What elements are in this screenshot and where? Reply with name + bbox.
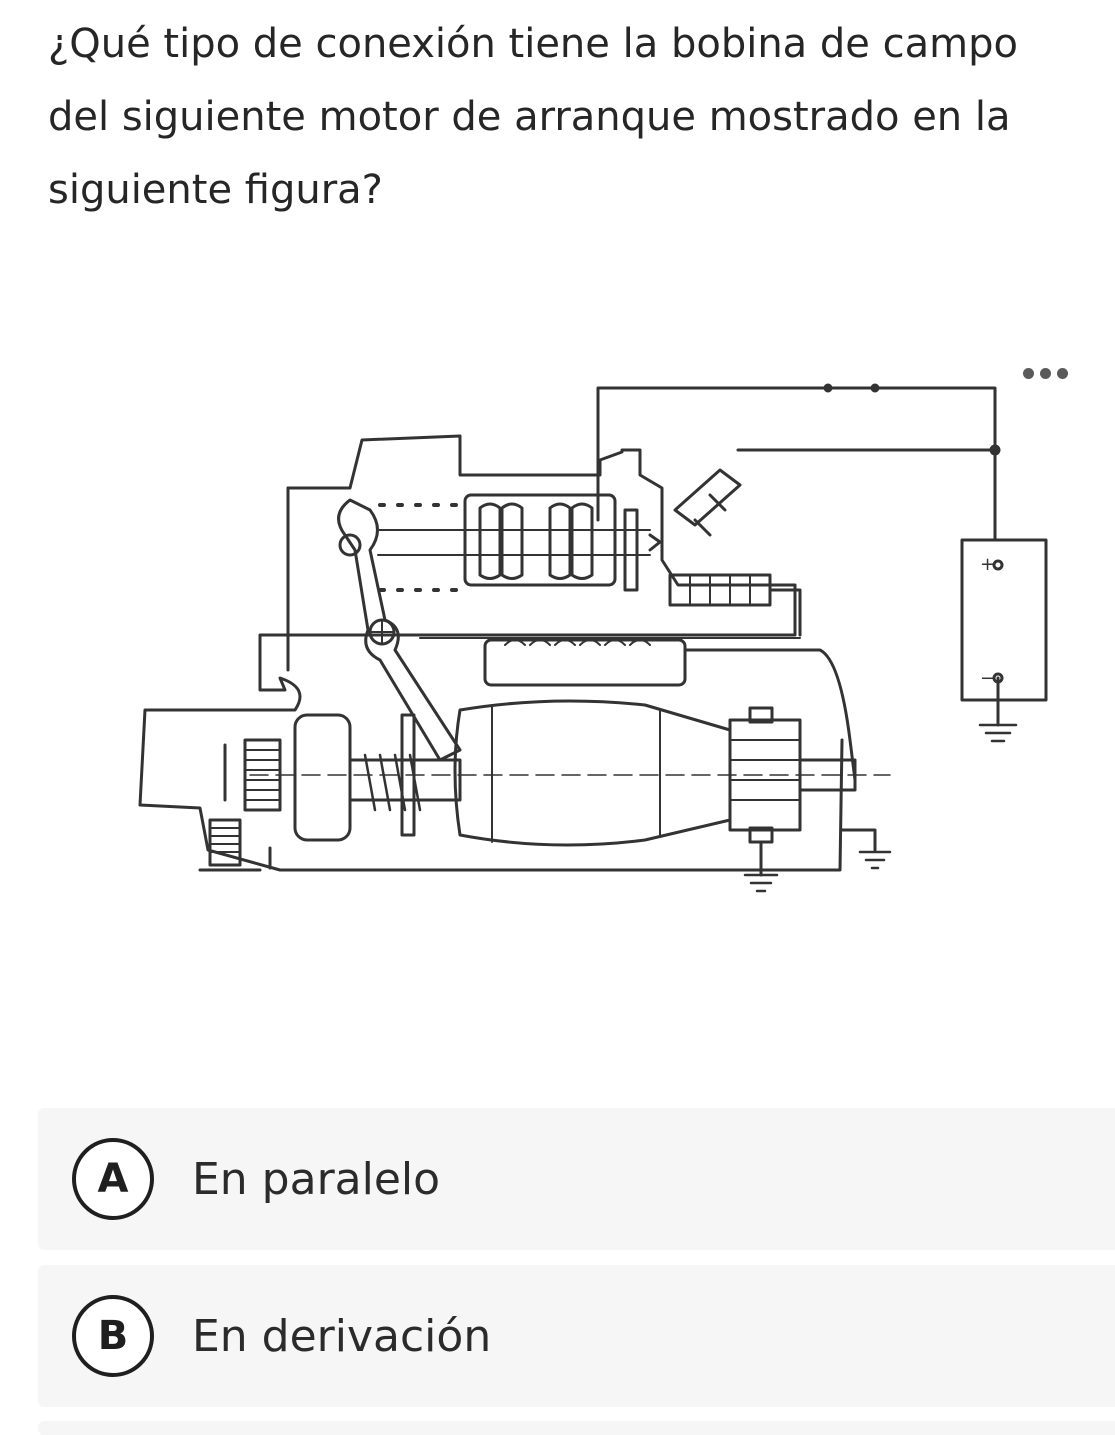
dot: [1056, 367, 1068, 379]
pinion: [243, 738, 282, 812]
option-a[interactable]: A En paralelo: [38, 1108, 1115, 1250]
top-wire: [596, 386, 997, 542]
field-coil: [483, 638, 687, 687]
ring-gear: [208, 818, 242, 867]
solenoid: [463, 493, 617, 587]
option-b[interactable]: B En derivación: [38, 1265, 1115, 1407]
commutator: [728, 718, 802, 832]
option-b-text: En derivación: [192, 1310, 492, 1362]
question-text: ¿Qué tipo de conexión tiene la bobina de…: [48, 21, 1018, 213]
more-options-icon[interactable]: [1010, 356, 1080, 390]
battery-minus-label: −: [980, 668, 995, 689]
dot: [1039, 367, 1051, 379]
option-a-letter: A: [72, 1138, 154, 1220]
option-b-letter: B: [72, 1295, 154, 1377]
option-a-text: En paralelo: [192, 1153, 441, 1205]
battery-plus-label: +: [980, 554, 995, 575]
terminal: [668, 573, 772, 607]
battery: [960, 538, 1048, 702]
clutch: [293, 713, 352, 842]
option-c-partial[interactable]: [38, 1421, 1115, 1435]
starter-motor-diagram: + −: [138, 383, 1048, 893]
housing: [138, 434, 844, 872]
shaft: [798, 758, 857, 792]
armature: [453, 699, 732, 847]
dot: [1022, 367, 1034, 379]
